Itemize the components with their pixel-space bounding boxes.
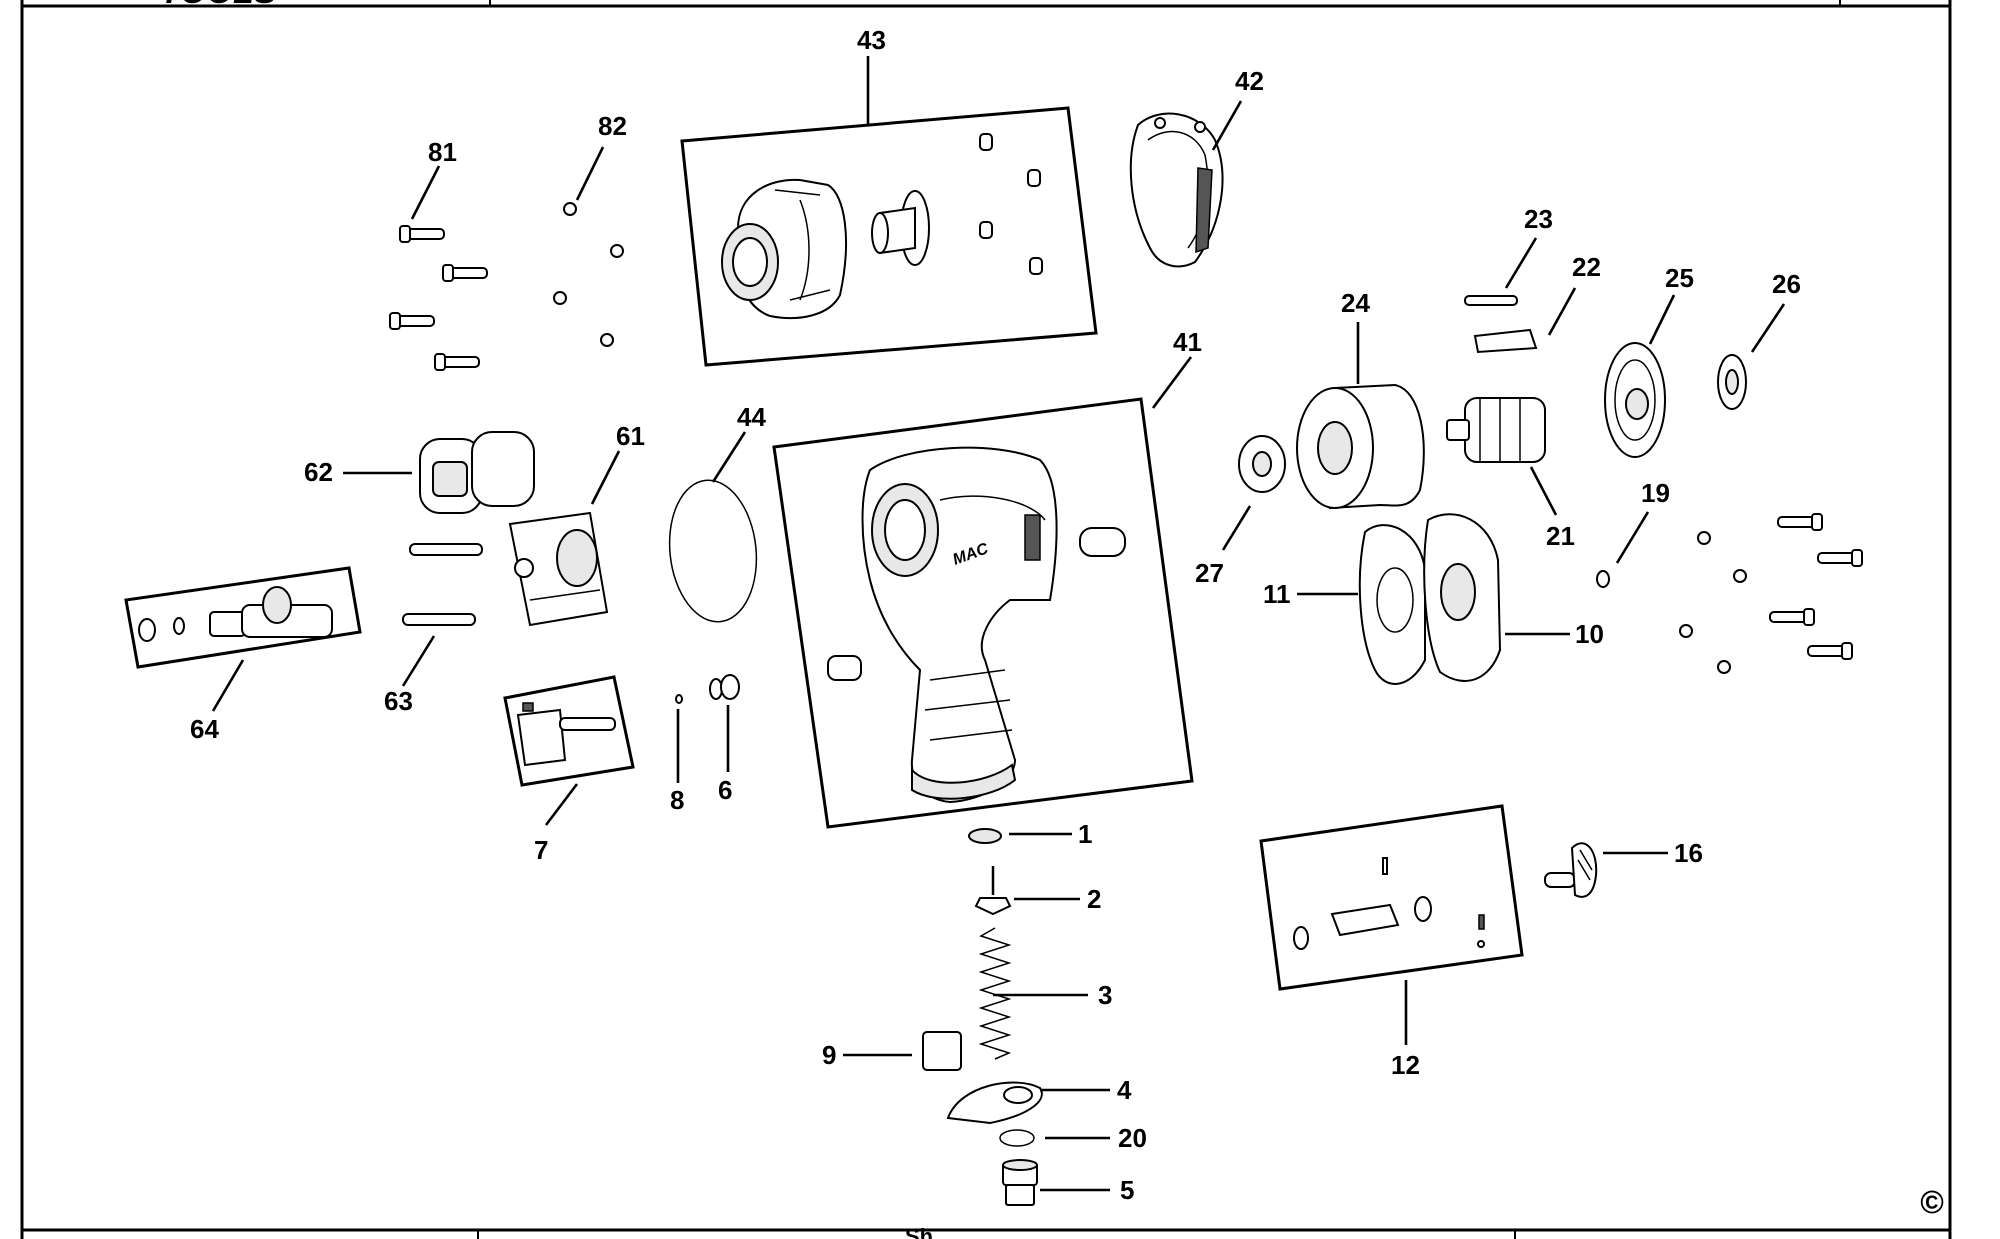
callout-27: 27 [1195, 558, 1224, 588]
callout-44: 44 [737, 402, 766, 432]
part-10-rear-cover [1423, 513, 1502, 682]
callout-82: 82 [598, 111, 627, 141]
callout-16: 16 [1674, 838, 1703, 868]
part-26-bearing [1717, 354, 1747, 410]
leader-lines [211, 56, 1786, 1192]
part-2-valve-stem [974, 866, 1012, 916]
part-61-hammer-frame [508, 511, 609, 627]
callout-6: 6 [718, 775, 732, 805]
part-82-nuts [553, 202, 624, 347]
part-front-housing [721, 178, 847, 320]
part-64-anvil [138, 586, 333, 642]
callout-64: 64 [190, 714, 219, 744]
footer-title-fragment: Sh... [905, 1224, 951, 1239]
part-25-end-plate [1604, 342, 1666, 458]
callout-22: 22 [1572, 252, 1601, 282]
part-21-rotor [1446, 397, 1546, 463]
part-8-small-seal [675, 694, 683, 704]
callout-24: 24 [1341, 288, 1370, 318]
inset-frame-12 [1259, 804, 1524, 991]
part-1-grommet [968, 828, 1002, 844]
part-anvil-bushing [871, 190, 930, 266]
part-9-block [922, 1031, 962, 1071]
callout-81: 81 [428, 137, 457, 167]
callout-26: 26 [1772, 269, 1801, 299]
callout-19: 19 [1641, 478, 1670, 508]
part-11-gasket [1358, 524, 1426, 685]
part-rear-screws [1769, 513, 1863, 660]
part-44-o-ring [668, 479, 758, 623]
copyright-symbol: © [1920, 1184, 1944, 1220]
part-dowel-pins [979, 133, 1043, 275]
part-7-reverse-valve [516, 702, 616, 767]
part-63-pins [402, 543, 483, 626]
part-20-o-ring [999, 1129, 1035, 1147]
part-3-spring [978, 927, 1012, 1060]
callout-5: 5 [1120, 1175, 1134, 1205]
part-5-inlet [1002, 1159, 1038, 1206]
callout-10: 10 [1575, 619, 1604, 649]
part-4-valve-seat [946, 1081, 1043, 1125]
callout-7: 7 [534, 835, 548, 865]
part-rear-nuts [1679, 531, 1747, 674]
part-19-plug [1596, 570, 1610, 588]
part-12-regulator [1293, 857, 1485, 950]
callout-12: 12 [1391, 1050, 1420, 1080]
callout-1: 1 [1078, 819, 1092, 849]
part-24-cylinder [1296, 383, 1425, 510]
callout-8: 8 [670, 785, 684, 815]
callout-62: 62 [304, 457, 333, 487]
part-27-spacer [1238, 435, 1286, 493]
callout-61: 61 [616, 421, 645, 451]
callout-3: 3 [1098, 980, 1112, 1010]
callout-21: 21 [1546, 521, 1575, 551]
part-16-reverse-knob [1544, 842, 1598, 898]
part-42-gasket-plate [1129, 112, 1224, 268]
header-logo-text: TOOLS [160, 0, 277, 11]
callout-labels: 43 42 81 82 41 62 61 44 63 64 7 8 6 1 2 … [190, 25, 1801, 1205]
callout-20: 20 [1118, 1123, 1147, 1153]
part-62-hammer-cage [419, 431, 535, 514]
callout-41: 41 [1173, 327, 1202, 357]
callout-43: 43 [857, 25, 886, 55]
callout-25: 25 [1665, 263, 1694, 293]
callout-2: 2 [1087, 884, 1101, 914]
callout-11: 11 [1263, 579, 1291, 609]
part-81-screws [389, 225, 488, 371]
part-22-blade [1473, 328, 1538, 354]
callout-4: 4 [1117, 1075, 1132, 1105]
callout-42: 42 [1235, 66, 1264, 96]
part-23-pin [1464, 295, 1518, 306]
callout-23: 23 [1524, 204, 1553, 234]
callout-63: 63 [384, 686, 413, 716]
part-41-tool-housing: MAC [827, 446, 1126, 804]
callout-9: 9 [822, 1040, 836, 1070]
part-6-seal-pair [709, 674, 740, 700]
page-frame [20, 0, 1952, 1239]
